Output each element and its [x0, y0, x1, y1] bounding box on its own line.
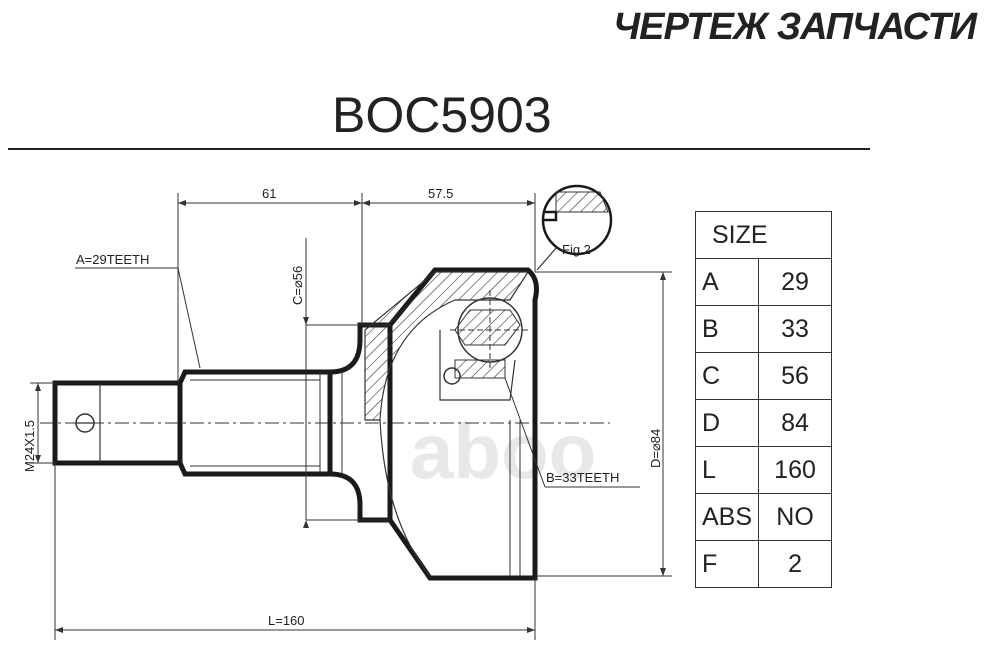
spec-row: F 2: [694, 540, 833, 588]
spec-row: B 33: [694, 305, 833, 353]
spec-key: A: [694, 258, 760, 306]
spec-row: A 29: [694, 258, 833, 306]
splined-shaft: [177, 369, 333, 477]
spec-value: 160: [758, 446, 833, 494]
teeth-a-label: A=29TEETH: [76, 252, 149, 267]
spec-row: C 56: [694, 352, 833, 400]
dim-c-label: C=⌀56: [290, 266, 305, 305]
shaft-neck: [329, 322, 393, 523]
dim-d-label: D=⌀84: [648, 429, 663, 468]
spec-value: 2: [758, 540, 833, 588]
bell-housing-section: [364, 271, 530, 421]
spec-key: F: [694, 540, 760, 588]
spec-table: SIZE A 29 B 33 C 56 D 84 L 160 ABS NO F …: [694, 211, 833, 588]
title-underline: [8, 148, 870, 150]
spec-row: L 160: [694, 446, 833, 494]
dim-61: 61: [262, 186, 276, 201]
spec-value: 84: [758, 399, 833, 447]
spec-value: 29: [758, 258, 833, 306]
spec-row: ABS NO: [694, 493, 833, 541]
watermark-text: aboo: [410, 407, 596, 495]
spec-row: D 84: [694, 399, 833, 447]
spec-key: ABS: [694, 493, 760, 541]
spec-header: SIZE: [694, 211, 833, 259]
teeth-b-label: B=33TEETH: [546, 470, 619, 485]
header-title: ЧЕРТЕЖ ЗАПЧАСТИ: [613, 6, 977, 48]
spec-header-row: SIZE: [694, 211, 833, 259]
length-label: L=160: [268, 613, 305, 628]
spec-key: L: [694, 446, 760, 494]
spec-value: 56: [758, 352, 833, 400]
spec-key: B: [694, 305, 760, 353]
thread-label: M24X1.5: [22, 420, 37, 472]
spec-key: D: [694, 399, 760, 447]
bell-housing-outline: [387, 267, 539, 581]
fig2-label: Fig 2: [562, 242, 591, 257]
spec-key: C: [694, 352, 760, 400]
dim-57-5: 57.5: [428, 186, 453, 201]
spec-value: 33: [758, 305, 833, 353]
part-number: BOC5903: [332, 87, 552, 143]
spec-value: NO: [758, 493, 833, 541]
